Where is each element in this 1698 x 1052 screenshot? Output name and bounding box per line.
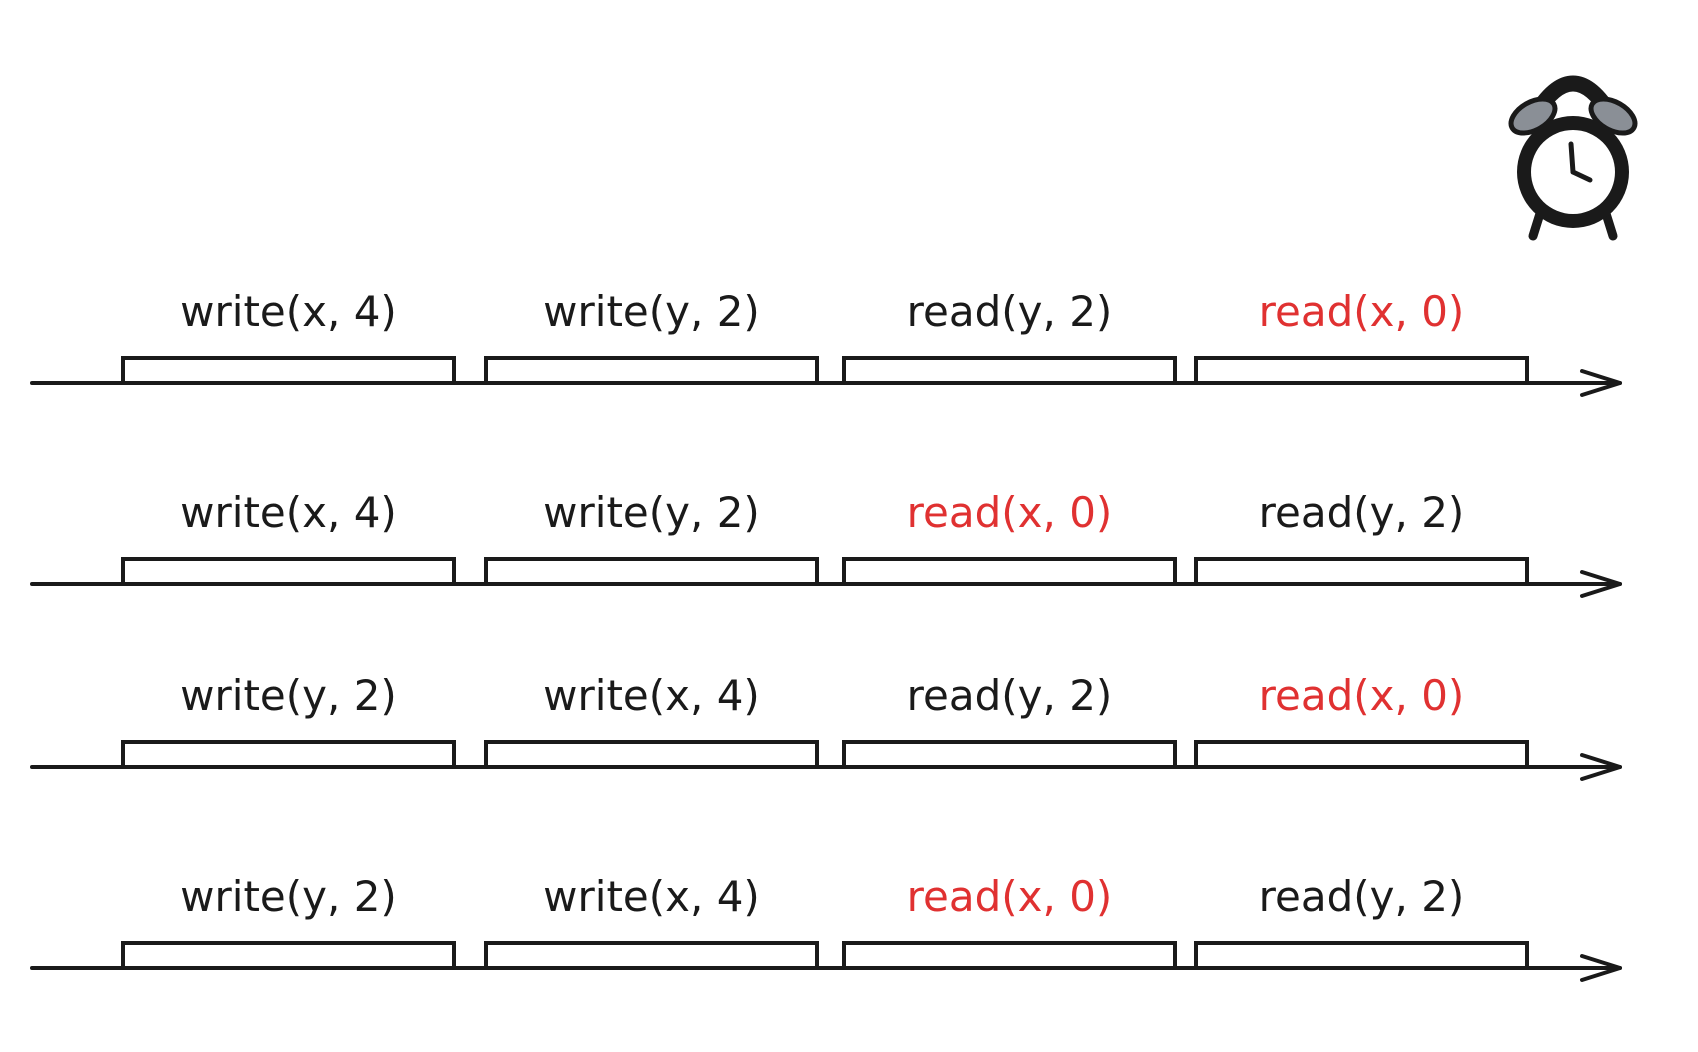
timeline-row: write(x, 4) write(y, 2) read(y, 2) read(x, … [30, 287, 1622, 397]
operation-label: read(y, 2) [907, 287, 1113, 336]
operation-box [484, 356, 819, 385]
operation-label: read(y, 2) [1259, 488, 1465, 537]
operation-label: write(y, 2) [543, 488, 760, 537]
alarm-clock-icon [1508, 75, 1638, 241]
operation-label: write(x, 4) [543, 872, 760, 921]
timeline-arrowhead [1580, 570, 1622, 598]
operation-box [484, 740, 819, 769]
timeline-row: write(y, 2) write(x, 4) read(y, 2) read(x, … [30, 671, 1622, 781]
operation-box [842, 740, 1177, 769]
operation-label-highlighted: read(x, 0) [1259, 287, 1465, 336]
operation-box [842, 941, 1177, 970]
timeline-row: write(y, 2) write(x, 4) read(x, 0) read(y, … [30, 872, 1622, 982]
operation-label-highlighted: read(x, 0) [907, 488, 1113, 537]
operation-box [484, 941, 819, 970]
operation-box [121, 740, 456, 769]
operation-label-highlighted: read(x, 0) [907, 872, 1113, 921]
operation-box [121, 941, 456, 970]
operation-box [1194, 740, 1529, 769]
operation-label: write(x, 4) [180, 287, 397, 336]
timeline-arrowhead [1580, 753, 1622, 781]
operation-label: write(x, 4) [543, 671, 760, 720]
operation-label: read(y, 2) [907, 671, 1113, 720]
operation-label: write(y, 2) [543, 287, 760, 336]
operation-label-highlighted: read(x, 0) [1259, 671, 1465, 720]
operation-box [1194, 557, 1529, 586]
timeline-arrowhead [1580, 954, 1622, 982]
operation-box [842, 356, 1177, 385]
operation-label: write(y, 2) [180, 671, 397, 720]
operation-label: read(y, 2) [1259, 872, 1465, 921]
operation-box [121, 557, 456, 586]
operation-box [121, 356, 456, 385]
timeline-arrowhead [1580, 369, 1622, 397]
operation-box [842, 557, 1177, 586]
operation-box [1194, 941, 1529, 970]
timeline-row: write(x, 4) write(y, 2) read(x, 0) read(y, … [30, 488, 1622, 598]
operation-box [1194, 356, 1529, 385]
operation-label: write(x, 4) [180, 488, 397, 537]
operation-box [484, 557, 819, 586]
operation-label: write(y, 2) [180, 872, 397, 921]
